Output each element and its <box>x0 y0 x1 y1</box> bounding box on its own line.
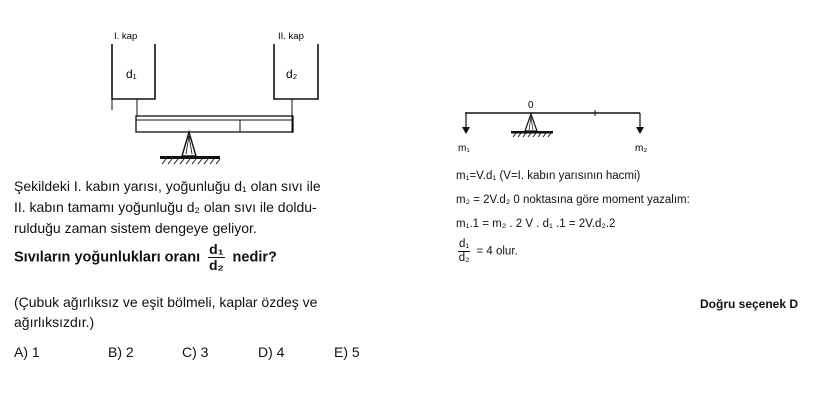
balance-figure: I. kap II. kap d₁ d₂ <box>111 31 319 165</box>
container-2-label: II. kap <box>278 31 304 42</box>
solution-result-text: = 4 olur. <box>476 245 518 258</box>
question-line-2: II. kabın tamamı yoğunluğu d₂ olan sıvı … <box>14 199 317 215</box>
option-a[interactable]: A) 1 <box>14 344 40 360</box>
question-prompt-prefix: Sıvıların yoğunlukları oranı <box>14 249 201 266</box>
question-prompt-suffix: nedir? <box>232 249 277 266</box>
solution-fraction-denominator: d₂ <box>458 252 470 264</box>
pivot-support <box>160 129 221 165</box>
question-prompt: Sıvıların yoğunlukları oranı d₁ d₂ nedir… <box>14 242 277 273</box>
option-e[interactable]: E) 5 <box>334 344 360 360</box>
m1-label: m₁ <box>458 143 470 154</box>
m2-label: m₂ <box>635 143 647 154</box>
option-d[interactable]: D) 4 <box>258 344 285 360</box>
correct-answer: Doğru seçenek D <box>700 297 799 311</box>
m1-arrow <box>462 113 470 134</box>
fraction-denominator: d₂ <box>208 257 224 273</box>
question-note: (Çubuk ağırlıksız ve eşit bölmeli, kapla… <box>14 292 414 332</box>
solution-result: d₁ d₂ = 4 olur. <box>458 238 518 265</box>
m2-arrow <box>636 113 644 134</box>
solution-line-3: m₁.1 = m₂ . 2 V . d₁ .1 = 2V.d₂.2 <box>456 218 616 230</box>
pivot-label: 0 <box>528 100 534 111</box>
d2-label: d₂ <box>286 67 298 81</box>
option-b[interactable]: B) 2 <box>108 344 134 360</box>
note-line-1: (Çubuk ağırlıksız ve eşit bölmeli, kapla… <box>14 294 318 310</box>
question-line-3: rulduğu zaman sistem dengeye geliyor. <box>14 220 257 236</box>
lever-diagram: 0 m₁ m₂ <box>458 100 647 154</box>
fraction-numerator: d₁ <box>208 241 225 258</box>
question-line-1: Şekildeki I. kabın yarısı, yoğunluğu d₁ … <box>14 178 321 194</box>
option-c[interactable]: C) 3 <box>182 344 209 360</box>
question-text: Şekildeki I. kabın yarısı, yoğunluğu d₁ … <box>14 176 414 239</box>
solution-fraction: d₁ d₂ <box>458 238 471 265</box>
solution-line-1: m₁=V.d₁ (V=I. kabın yarısının hacmi) <box>456 170 641 182</box>
solution-line-2: m₂ = 2V.d₂ 0 noktasına göre moment yazal… <box>456 194 690 206</box>
density-ratio-fraction: d₁ d₂ <box>208 241 225 273</box>
lever-pivot <box>511 112 553 138</box>
note-line-2: ağırlıksızdır.) <box>14 314 95 330</box>
d1-label: d₁ <box>126 67 137 81</box>
container-1-label: I. kap <box>114 31 137 42</box>
balance-rod <box>135 115 294 133</box>
container-1 <box>111 44 156 116</box>
solution-fraction-numerator: d₁ <box>458 238 471 252</box>
